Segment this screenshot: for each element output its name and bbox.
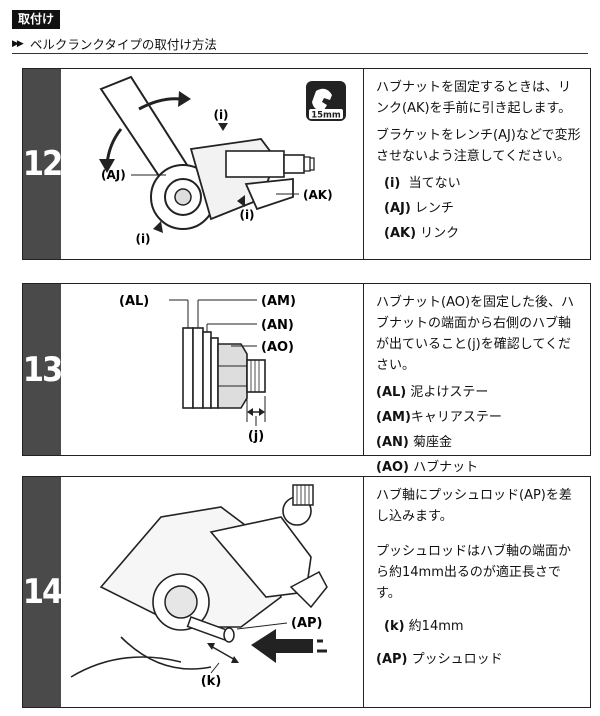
wrench-on-hub-illustration: 15mm (i) (i) (i) (AJ) (AK) <box>99 75 346 246</box>
double-arrow-icon: ▶▶ <box>12 38 24 49</box>
step-14: 14 <box>22 476 591 708</box>
legend-item: (AN) 菊座金 <box>376 435 452 450</box>
callout-al: (AL) <box>119 294 149 309</box>
step-13-instructions: ハブナット(AO)を固定した後、ハブナットの端面から右側のハブ軸が出ていること(… <box>363 284 590 475</box>
callout-an: (AN) <box>261 318 294 333</box>
callout-ak: (AK) <box>303 188 333 202</box>
header-divider <box>12 53 588 54</box>
legend-item: (AP) プッシュロッド <box>376 652 503 667</box>
hub-nut-cross-section-illustration: (AL) (AM) (AN) (AO) (j) <box>119 294 296 444</box>
callout-i-top: (i) <box>213 108 228 122</box>
section-subtitle: ▶▶ ベルクランクタイプの取付け方法 <box>12 34 217 53</box>
push-rod-insertion-illustration: (AP) (k) <box>70 484 328 689</box>
step-12-figure: 15mm (i) (i) (i) (AJ) (AK) <box>61 69 361 259</box>
step-number: 12 <box>23 69 63 259</box>
instruction-paragraph: プッシュロッドはハブ軸の端面から約14mm出るのが適正長さです。 <box>376 544 572 601</box>
legend-item: (k) 約14mm <box>384 619 464 634</box>
legend-item: (AO) ハブナット <box>376 460 479 475</box>
callout-aj: (AJ) <box>101 168 126 182</box>
instruction-paragraph: ハブ軸にプッシュロッド(AP)を差し込みます。 <box>376 488 572 524</box>
legend-item: (i) 当てない <box>384 176 461 191</box>
step-14-figure: (AP) (k) <box>61 477 361 707</box>
callout-ao: (AO) <box>261 340 294 355</box>
step-13-figure: (AL) (AM) (AN) (AO) (j) <box>61 284 361 455</box>
callout-ap: (AP) <box>291 616 322 631</box>
tool-size-badge: 15mm <box>311 111 341 121</box>
step-14-instructions: ハブ軸にプッシュロッド(AP)を差し込みます。 プッシュロッドはハブ軸の端面から… <box>363 477 590 707</box>
step-12-instructions: ハブナットを固定するときは、リンク(AK)を手前に引き起します。 ブラケットをレ… <box>363 69 590 259</box>
callout-am: (AM) <box>261 294 296 309</box>
legend-item: (AL) 泥よけステー <box>376 385 489 400</box>
section-subtitle-text: ベルクランクタイプの取付け方法 <box>29 37 217 52</box>
legend-item: (AJ) レンチ <box>384 201 454 216</box>
step-12: 12 15mm <box>22 68 591 260</box>
callout-k: (k) <box>201 674 222 689</box>
instruction-paragraph: ハブナットを固定するときは、リンク(AK)を手前に引き起します。 <box>376 80 572 116</box>
legend-item: (AM)キャリアステー <box>376 410 502 425</box>
callout-i-right: (i) <box>239 208 254 222</box>
instruction-paragraph: ハブナット(AO)を固定した後、ハブナットの端面から右側のハブ軸が出ていること(… <box>376 295 575 373</box>
section-tag: 取付け <box>12 10 61 29</box>
instruction-paragraph: ブラケットをレンチ(AJ)などで変形させないよう注意してください。 <box>376 128 581 164</box>
callout-j: (j) <box>248 429 264 444</box>
step-number: 13 <box>23 284 63 455</box>
step-number: 14 <box>23 477 63 707</box>
legend-item: (AK) リンク <box>384 226 460 241</box>
callout-i-bottom: (i) <box>135 232 150 246</box>
step-13: 13 <box>22 283 591 475</box>
